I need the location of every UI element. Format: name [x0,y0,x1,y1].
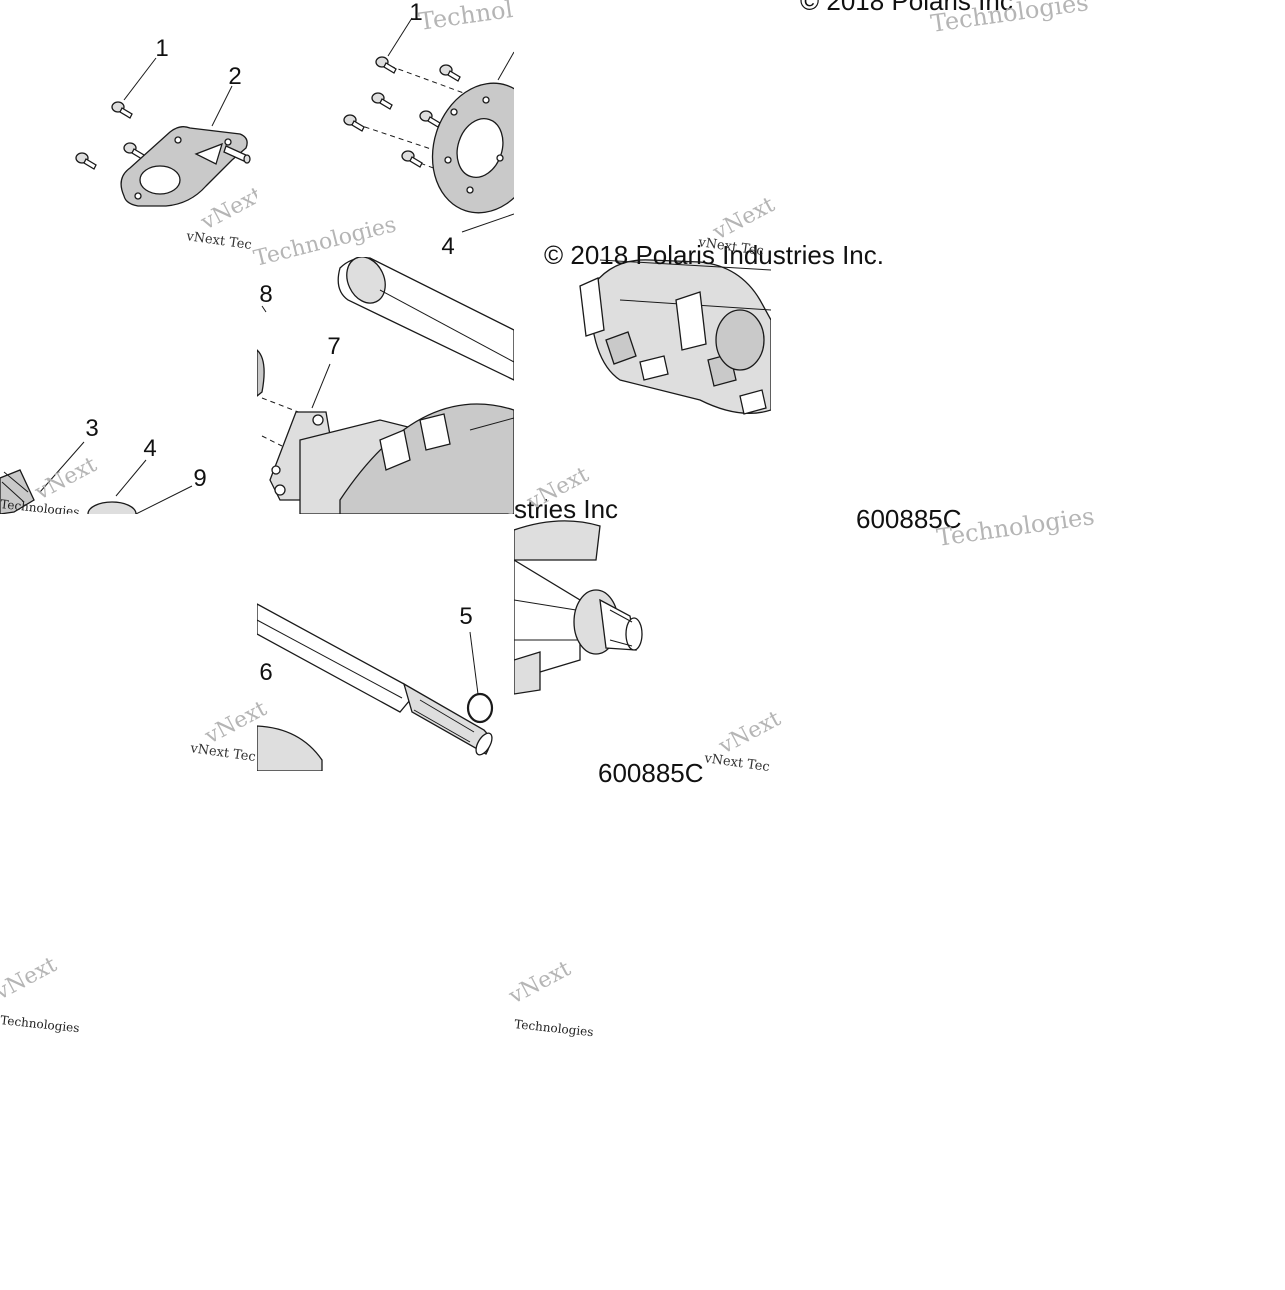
housing-end-group [514,520,643,695]
watermark-text: vNext Tec [184,229,252,253]
watermark-text: vNext [708,192,779,246]
gear-dog [579,277,669,381]
callout-7: 7 [327,333,340,360]
bolt-icon [111,101,133,119]
watermark-text: vNext [30,452,101,506]
callout-1: 1 [155,35,168,62]
bolt-icon [401,150,423,168]
gasket-group: 1 2 vNext Tec vNext [75,35,267,253]
gear-housing-group: 8 7 Technologies [257,257,514,514]
gear-dogs-group [579,259,771,415]
watermark-text: vNext [504,956,575,1010]
callout-8: 8 [259,281,272,308]
callout-9: 9 [193,465,206,492]
watermark-text: vNext Tec [702,751,770,775]
callout-2: 2 [228,63,241,90]
o-ring [466,692,494,724]
part-number: 600885C [856,504,962,534]
watermark-text: Technologies [514,1017,594,1039]
bolt-icon [123,142,145,160]
bolt-icon [371,92,393,110]
callout-6: 6 [259,659,272,686]
input-shaft-group: 3 4 9 Technologies vNext [0,415,207,514]
callout-4: 4 [143,435,156,462]
watermark-text: Technologies [0,1013,80,1035]
callout-3: 3 [85,415,98,442]
copyright-text: stries Inc [514,494,618,524]
stud-icon [223,145,251,164]
gasket-plate [120,126,248,207]
bolt-icon [375,56,397,74]
bolt-icon [439,64,461,82]
bolt-icon [343,114,365,132]
watermark-text: vNext [196,182,267,236]
copyright-text: © 2018 Polaris Inc [800,0,1013,16]
watermark-text: Technologies [417,0,578,36]
watermark-text: vNext [0,952,61,1006]
flange-disk [431,82,514,214]
bolt-icon [419,110,441,128]
watermark-text: vNext Tec [188,741,256,765]
copyright-text: © 2018 Polaris Industries Inc. [544,240,884,270]
part-number: 600885C [598,758,704,788]
callout-5: 5 [459,603,472,630]
callout-1: 1 [409,0,422,26]
output-shaft-group: 5 6 [257,603,494,771]
watermark-text: vNext [714,706,785,760]
bolt-icon [75,152,97,170]
callout-4: 4 [441,233,454,260]
